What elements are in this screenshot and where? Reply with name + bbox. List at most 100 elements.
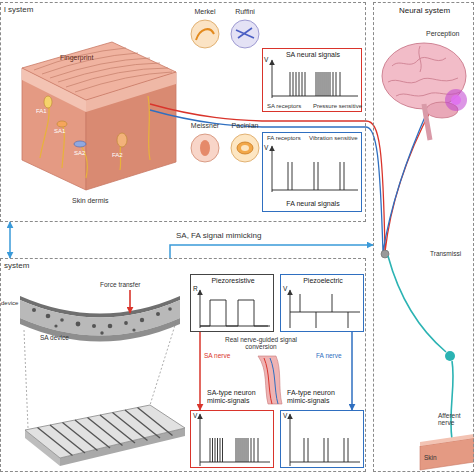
sensor-device xyxy=(92,324,96,328)
annotation-label: Afferent nerve xyxy=(438,412,472,427)
receptor-circle xyxy=(231,20,259,48)
nerve-fibers xyxy=(148,96,150,160)
fingerprint-ridges xyxy=(75,72,172,92)
sensor-device xyxy=(60,318,64,322)
signal-box: SA-type neuron mimic-signals xyxy=(190,410,274,468)
annotation-label: FA2 xyxy=(112,152,123,159)
connector-arrow xyxy=(351,332,353,410)
receptor-circle xyxy=(241,145,249,151)
skin-block xyxy=(22,42,176,190)
sensor-device xyxy=(20,290,185,466)
nerve-line xyxy=(150,104,432,252)
node-heading: system xyxy=(4,261,29,270)
node-heading: SA-type neuron mimic-signals xyxy=(207,389,269,405)
receptor-ellipse xyxy=(57,121,67,127)
signal-plot xyxy=(290,462,360,463)
afferent-neuron xyxy=(388,256,446,352)
annotation-label: Force transfer xyxy=(100,281,140,288)
signal-plot xyxy=(210,438,258,462)
nerve-line xyxy=(150,110,428,252)
annotation-label: V xyxy=(193,412,197,419)
signal-plot xyxy=(200,414,201,466)
afferent-neuron xyxy=(451,361,453,440)
sensor-device xyxy=(140,318,144,322)
sensor-device xyxy=(32,308,36,312)
annotation-label: Skin xyxy=(424,454,437,461)
receptor-circle xyxy=(191,20,219,48)
signal-plot xyxy=(288,162,344,190)
node-heading: Piezoelectric xyxy=(281,277,365,285)
panel-box: l system SA neural signalsSA receptorsPre… xyxy=(0,2,366,222)
signal-plot xyxy=(290,72,340,96)
signal-plot xyxy=(272,146,273,192)
brain xyxy=(382,43,467,140)
receptor-circle xyxy=(231,134,259,162)
panel-box: systemPiezoresistive PiezoelectricSA-type… xyxy=(0,258,366,472)
sensor-device xyxy=(54,324,57,327)
nerve-bundle xyxy=(264,358,272,404)
nerve-bundle xyxy=(258,356,282,404)
node-heading: l system xyxy=(4,5,33,14)
annotation-label: Skin dermis xyxy=(72,197,109,205)
edge-label: FA nerve xyxy=(316,352,342,359)
annotation-label: SA device xyxy=(40,334,69,341)
signal-plot xyxy=(272,60,273,98)
node-text: Vibration sensitive xyxy=(309,135,358,142)
annotation-label: V xyxy=(283,412,287,419)
brain xyxy=(382,43,466,109)
node-text: FA neural signals xyxy=(263,200,363,208)
annotation-label: Pacinian xyxy=(232,122,259,130)
signal-box: FA-type neuron mimic-signals xyxy=(280,410,364,468)
receptor-circle xyxy=(196,29,214,40)
node-heading: FA receptors xyxy=(267,135,301,142)
receptor-circle xyxy=(200,140,210,156)
annotation-label: Perception xyxy=(426,30,459,38)
signal-plot xyxy=(272,60,358,192)
annotation-label: Real nerve-guided signal conversion xyxy=(224,336,298,351)
signal-plot xyxy=(200,290,201,328)
signal-plot xyxy=(290,312,360,313)
nerve-bundle xyxy=(258,356,282,404)
annotation-label: SA2 xyxy=(74,150,85,157)
receptor-ellipse xyxy=(74,141,86,147)
fingerprint-ridges xyxy=(42,53,138,74)
annotation-label: Ruffini xyxy=(235,8,255,16)
sensor-device xyxy=(108,324,113,329)
annotation-label: R xyxy=(193,285,198,292)
receptor-ellipse xyxy=(44,96,127,147)
edge-label: SA nerve xyxy=(204,352,230,359)
signal-plot xyxy=(290,290,291,328)
sensor-device xyxy=(132,328,135,331)
receptor-ellipse xyxy=(44,96,52,108)
nerve-fibers xyxy=(80,144,87,178)
annotation-label: V xyxy=(264,56,268,63)
brain xyxy=(424,104,430,140)
nerve-bundle xyxy=(270,358,278,404)
fingerprint-ridges xyxy=(34,48,126,70)
signal-box: Piezoresistive xyxy=(190,274,274,332)
annotation-label: Fingerprint xyxy=(60,54,93,62)
sensor-device xyxy=(25,405,185,458)
sensor-device xyxy=(129,290,131,313)
afferent-neuron xyxy=(381,250,474,470)
sensor-device xyxy=(38,408,173,456)
signal-plot xyxy=(290,414,291,466)
signal-box: Piezoelectric xyxy=(280,274,364,332)
fingerprint-ridges xyxy=(66,68,168,87)
connector-arrow xyxy=(170,245,373,258)
receptor-circle xyxy=(236,28,254,38)
sensor-device xyxy=(124,321,128,325)
node-heading: Piezoresistive xyxy=(191,277,275,285)
panel-box: Neural system xyxy=(373,2,474,472)
afferent-neuron xyxy=(420,434,474,446)
receptor-ellipse xyxy=(117,133,127,147)
node-text: Pressure sensitive xyxy=(313,103,362,110)
skin-block xyxy=(22,42,176,100)
signal-box: SA neural signalsSA receptorsPressure se… xyxy=(262,48,362,112)
node-heading: SA neural signals xyxy=(263,51,363,59)
annotation-label: Transmissi xyxy=(430,250,461,257)
fingerprint-ridges xyxy=(34,48,172,92)
sensor-device xyxy=(100,331,103,334)
connector-arrow xyxy=(199,332,201,410)
